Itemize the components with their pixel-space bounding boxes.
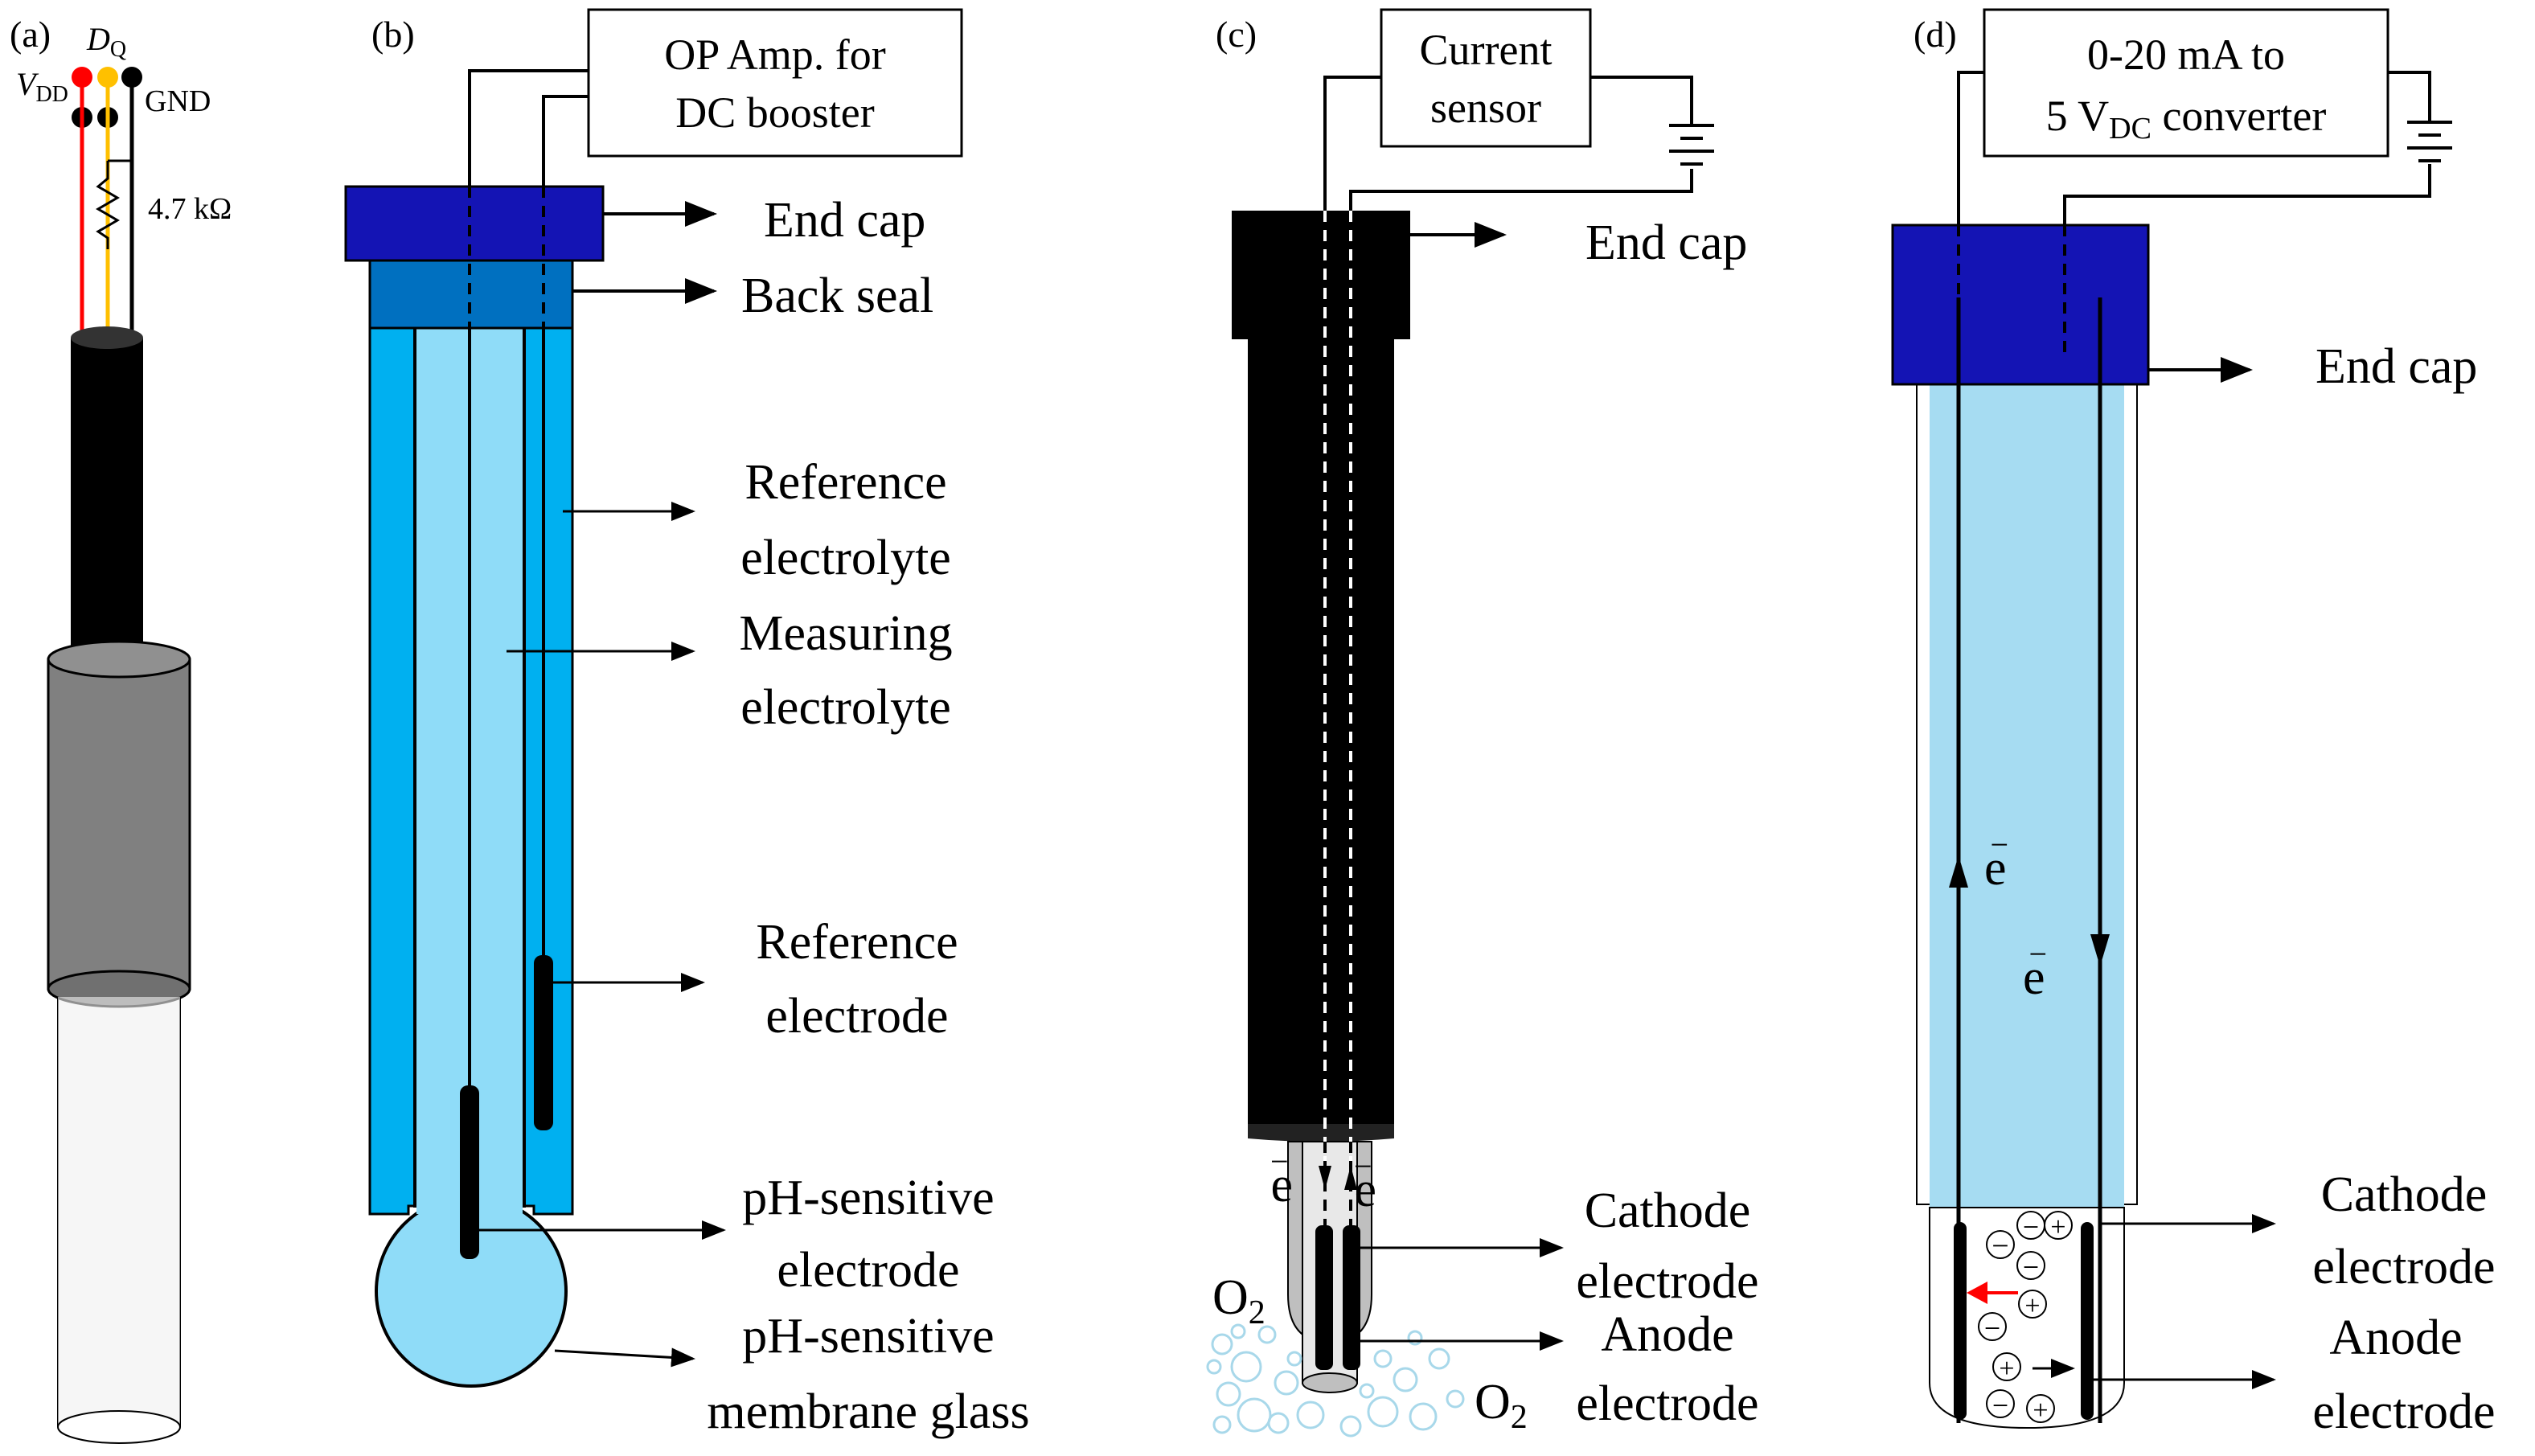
- svg-text:+: +: [2024, 1291, 2040, 1321]
- ions: − − − + + − + − +: [1978, 1211, 2073, 1425]
- svg-text:−: −: [1992, 1389, 2008, 1421]
- converter-line2: 5 VDC converter: [2046, 92, 2327, 146]
- c-o2-right: O2: [1475, 1375, 1528, 1436]
- probe-d-electrolyte: [1930, 384, 2124, 1208]
- ph-glass-label-2: membrane glass: [707, 1384, 1029, 1439]
- c-cathode-label-1: Cathode: [1585, 1183, 1751, 1238]
- b-end-cap-label: End cap: [764, 193, 925, 248]
- battery-c-icon: [1669, 124, 1714, 166]
- panel-b: (b) OP Amp. for DC booster: [344, 8, 1030, 1439]
- d-end-cap-label: End cap: [2316, 339, 2477, 394]
- ion-migration-red-arrow: [1967, 1282, 1987, 1304]
- c-electron-left: e−: [1270, 1143, 1293, 1212]
- d-cathode-electrode: [1954, 1222, 1967, 1420]
- oxygen-bubbles: [1206, 1323, 1465, 1438]
- c-anode-electrode: [1343, 1225, 1360, 1370]
- meas-electrolyte-label-1: Measuring: [739, 606, 952, 661]
- b-back-seal-label: Back seal: [741, 269, 933, 323]
- ph-glass-label-1: pH-sensitive: [742, 1309, 994, 1364]
- probe-a-sleeve: [47, 658, 191, 990]
- d-cathode-label-1: Cathode: [2321, 1167, 2488, 1222]
- d-anode-electrode: [2081, 1222, 2094, 1420]
- probe-d-membrane-tip: [1929, 1207, 2125, 1429]
- op-amp-line1: OP Amp. for: [664, 31, 886, 79]
- current-sensor-line1: Current: [1420, 26, 1553, 74]
- svg-text:−: −: [1991, 1229, 2008, 1263]
- op-amp-line2: DC booster: [675, 88, 875, 137]
- ph-electrode-label-2: electrode: [777, 1243, 959, 1298]
- ref-electrolyte-label-1: Reference: [745, 455, 946, 510]
- electron-up-arrow-d: [1949, 855, 1968, 888]
- d-anode-label-2: electrode: [2312, 1384, 2495, 1439]
- probe-c-end-cap: [1232, 211, 1410, 339]
- panel-a: (a) VDD DQ GND 4.7 kΩ: [10, 14, 232, 1444]
- c-cathode-label-2: electrode: [1576, 1254, 1758, 1309]
- converter-box: [1983, 8, 2389, 158]
- op-amp-box: [587, 8, 963, 158]
- c-electron-right: e−: [1354, 1148, 1376, 1217]
- probe-c-body: [1248, 338, 1394, 1126]
- svg-text:−: −: [1984, 1312, 2000, 1344]
- svg-text:−: −: [2023, 1251, 2039, 1283]
- c-end-cap-label: End cap: [1585, 215, 1747, 270]
- probe-b-end-cap: [344, 185, 605, 262]
- gnd-label: GND: [145, 84, 211, 118]
- current-sensor-box: [1380, 8, 1592, 148]
- d-electron-up: e−: [1984, 826, 2008, 896]
- meas-electrolyte-label-2: electrolyte: [740, 680, 951, 735]
- ref-electrode-label-1: Reference: [756, 915, 958, 970]
- d-anode-label-1: Anode: [2329, 1310, 2462, 1365]
- resistor-symbol: [96, 161, 120, 249]
- ph-electrode-label-1: pH-sensitive: [742, 1171, 994, 1225]
- electron-down-arrow: [1319, 1166, 1331, 1190]
- panel-a-tag: (a): [10, 14, 51, 55]
- dq-label: DQ: [86, 21, 126, 62]
- resistor-label: 4.7 kΩ: [148, 192, 232, 226]
- svg-text:−: −: [2023, 1211, 2039, 1243]
- electron-down-arrow-d: [2090, 934, 2110, 966]
- svg-text:+: +: [2033, 1396, 2048, 1425]
- panel-d: (d) 0-20 mA to 5 VDC converter: [1891, 8, 2496, 1439]
- ref-electrode-label-2: electrode: [765, 989, 948, 1044]
- battery-d-icon: [2407, 121, 2452, 162]
- d-cathode-label-2: electrode: [2312, 1240, 2495, 1294]
- c-anode-label-1: Anode: [1601, 1307, 1733, 1362]
- c-cathode-electrode: [1315, 1225, 1333, 1370]
- panel-c-tag: (c): [1216, 14, 1257, 55]
- vdd-label: VDD: [16, 66, 68, 107]
- current-sensor-line2: sensor: [1430, 84, 1541, 132]
- c-o2-left: O2: [1212, 1270, 1265, 1331]
- electron-up-arrow: [1344, 1166, 1357, 1190]
- d-electron-down: e−: [2023, 936, 2047, 1005]
- ref-electrolyte-label-2: electrolyte: [740, 531, 951, 585]
- ph-sensitive-electrode: [460, 1085, 479, 1259]
- probe-a-cable: [71, 338, 143, 659]
- c-anode-label-2: electrode: [1576, 1376, 1758, 1431]
- probe-d-end-cap: [1891, 224, 2150, 386]
- panel-d-tag: (d): [1914, 14, 1957, 55]
- panel-c: (c) Current sensor: [1206, 8, 1759, 1438]
- panel-b-tag: (b): [371, 14, 415, 55]
- converter-line1: 0-20 mA to: [2087, 31, 2285, 79]
- svg-text:+: +: [1999, 1354, 2014, 1384]
- reference-electrode: [534, 955, 553, 1130]
- svg-text:+: +: [2050, 1212, 2065, 1242]
